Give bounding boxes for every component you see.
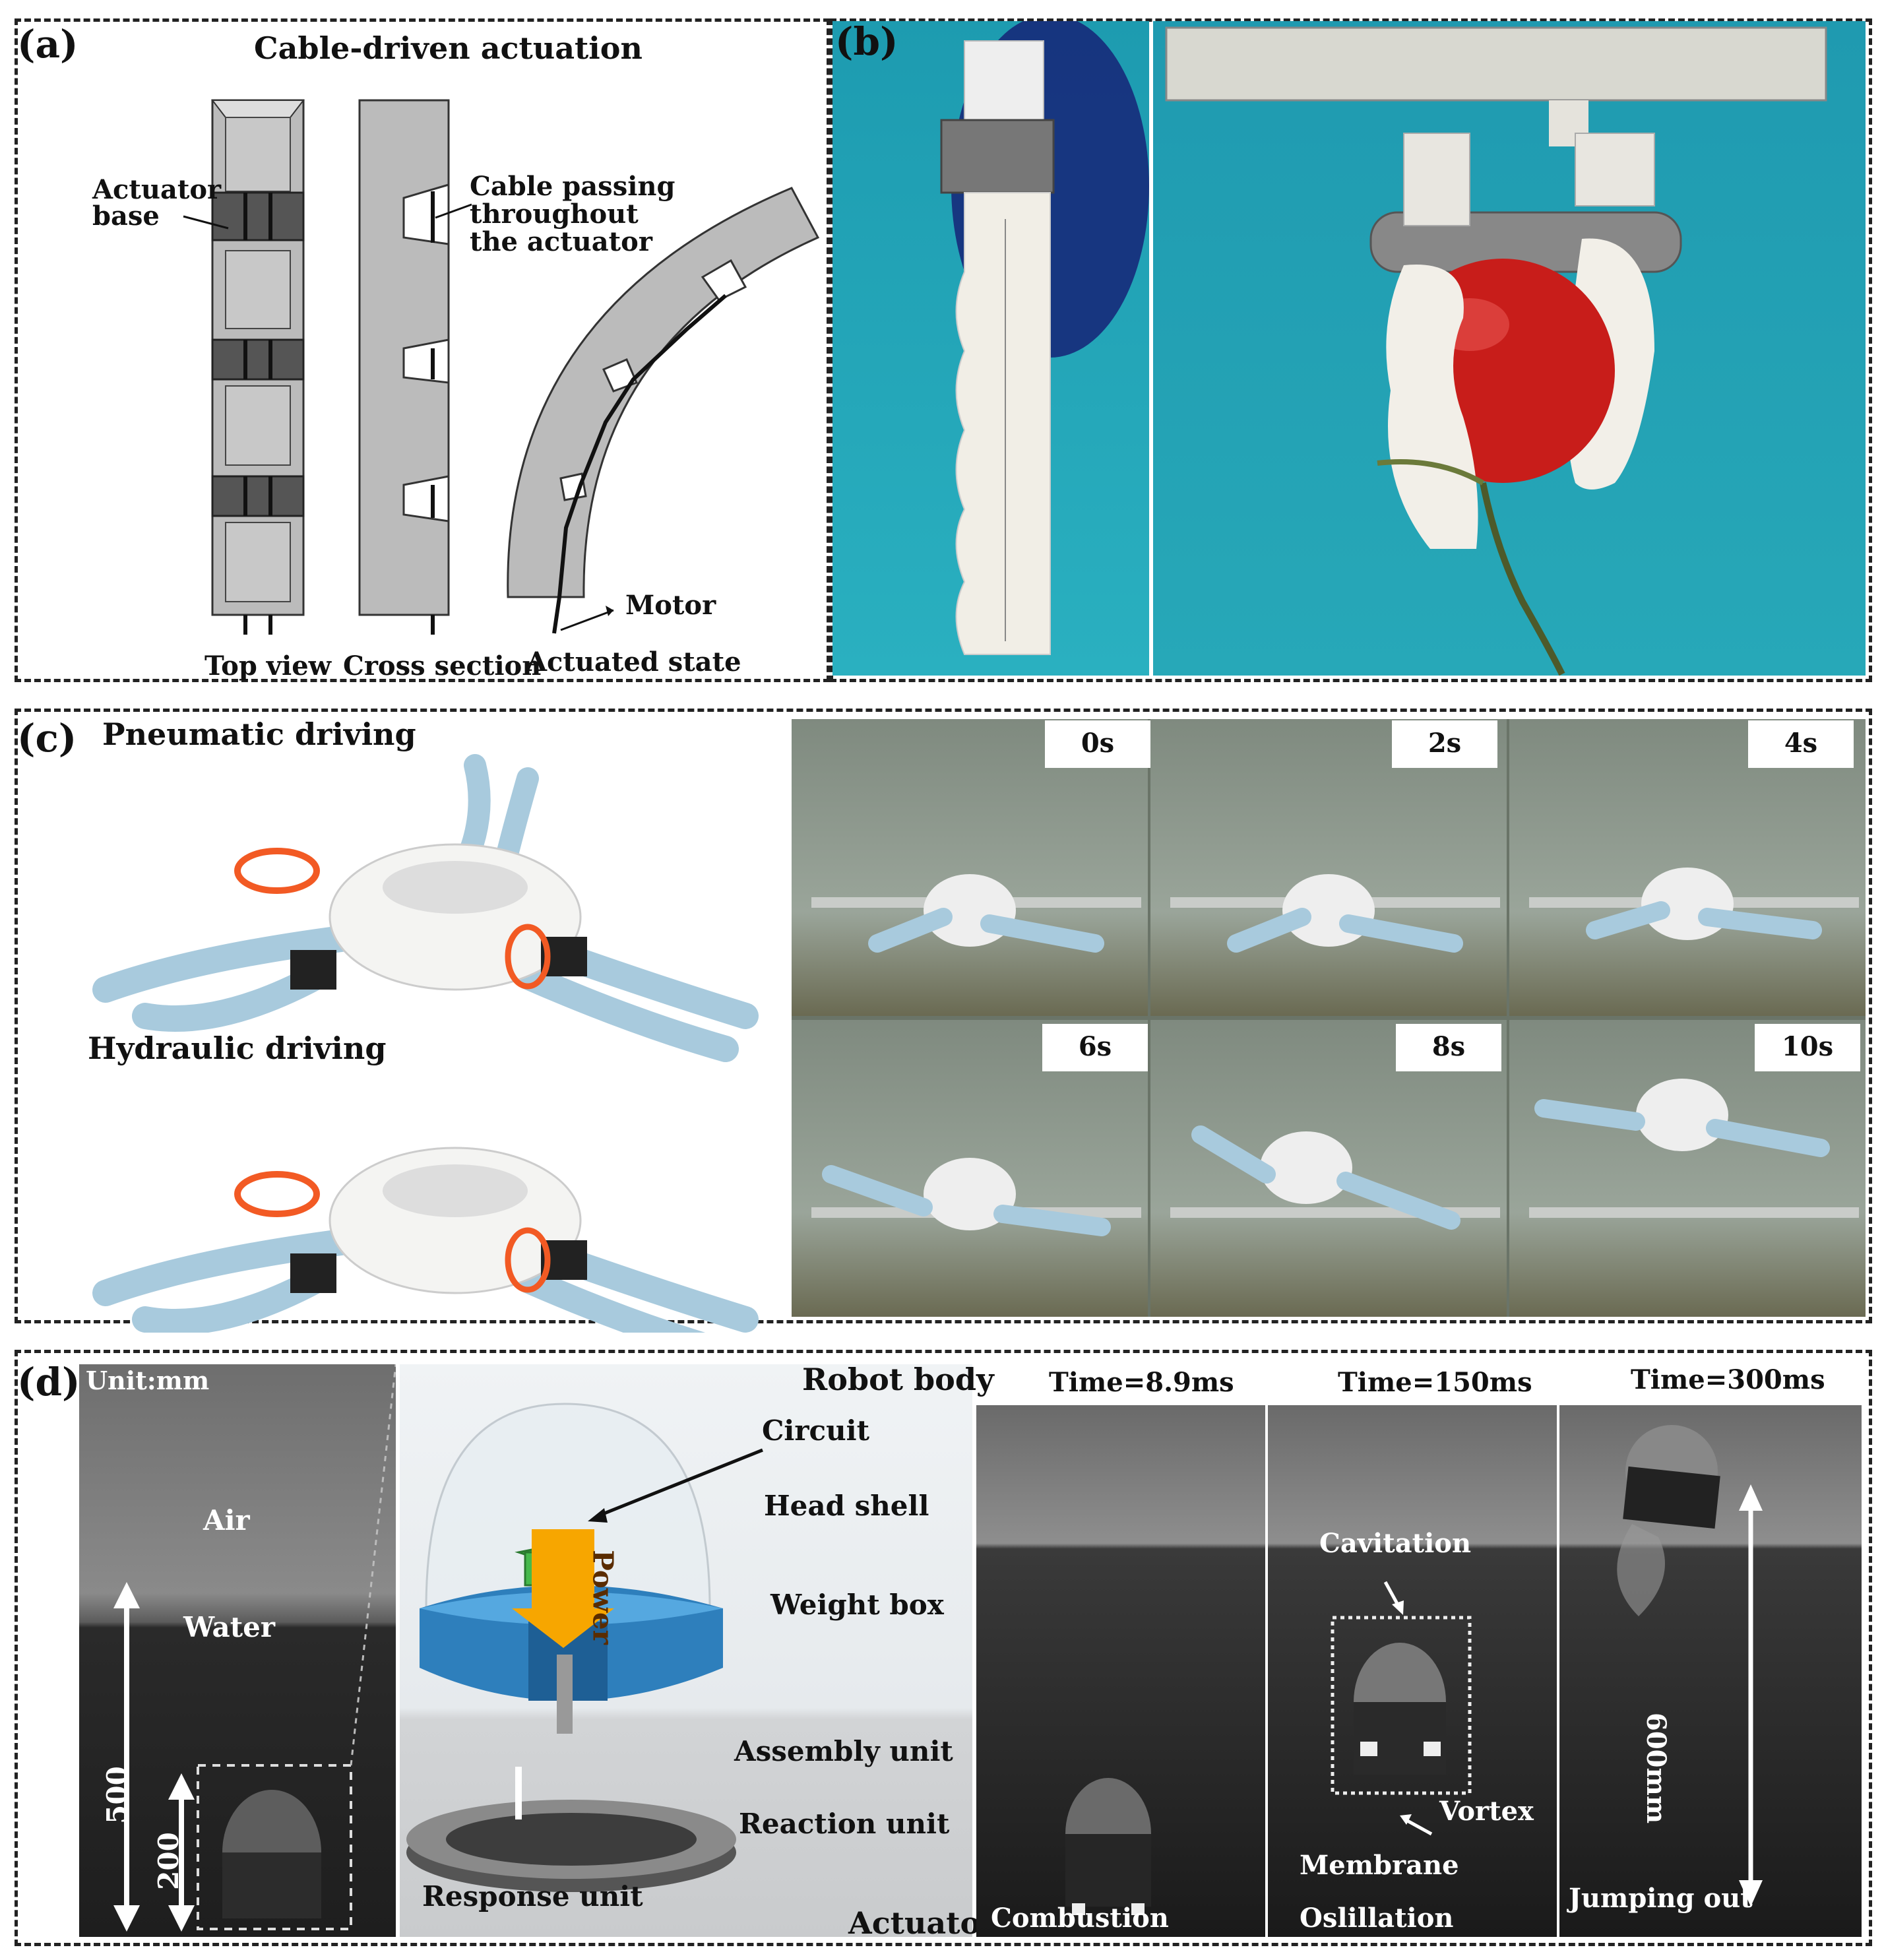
time-150ms-label: Time=150ms: [1338, 1367, 1532, 1398]
time-8-9ms-label: Time=8.9ms: [1049, 1367, 1234, 1398]
pneumatic-robot: [92, 754, 759, 1062]
assembly-unit-label: Assembly unit: [734, 1735, 953, 1767]
time-label-10s: 10s: [1755, 1024, 1860, 1071]
top-view-actuator: [183, 99, 305, 635]
cavitation-label: Cavitation: [1319, 1528, 1472, 1559]
power-label: Power: [586, 1550, 619, 1645]
pneumatic-label: Pneumatic driving: [102, 716, 416, 752]
dim-500-label: 500: [100, 1766, 133, 1824]
timelapse-frame-2: [1150, 719, 1507, 1016]
jump-frame-jumping-out: [1559, 1405, 1862, 1937]
time-label-4s: 4s: [1748, 720, 1854, 768]
panel-b: [830, 18, 1872, 682]
robot-exploded-view: [400, 1364, 972, 1937]
cross-section-label: Cross section: [343, 650, 542, 681]
unit-label: Unit:mm: [86, 1366, 210, 1395]
response-unit-label: Response unit: [422, 1880, 643, 1913]
cable-actuation-diagram: [183, 99, 820, 635]
panel-c-letter: (c): [17, 716, 77, 761]
actuated-state-actuator: [507, 187, 820, 634]
circuit-label: Circuit: [762, 1414, 869, 1447]
panel-d-letter: (d): [17, 1360, 80, 1405]
hydraulic-robot: [92, 1147, 759, 1333]
soft-robot-renders: [92, 754, 759, 1333]
robot-in-water-photo: [79, 1364, 396, 1937]
actuated-state-label: Actuated state: [526, 647, 741, 678]
actuator-base-label: Actuator base: [92, 174, 222, 232]
hydraulic-label: Hydraulic driving: [88, 1030, 387, 1066]
tomato-gripper-photo: [1153, 21, 1866, 676]
membrane-label: Membrane: [1300, 1850, 1459, 1881]
oscillation-label: Oslillation: [1300, 1903, 1454, 1934]
vortex-label: Vortex: [1439, 1796, 1534, 1827]
time-label-2s: 2s: [1392, 720, 1497, 768]
jump-frame-cavitation: [1268, 1405, 1557, 1937]
weight-box-label: Weight box: [770, 1589, 944, 1621]
panel-a-title: Cable-driven actuation: [254, 30, 643, 66]
combustion-label: Combustion: [991, 1903, 1169, 1934]
time-300ms-label: Time=300ms: [1631, 1364, 1825, 1395]
time-label-6s: 6s: [1042, 1024, 1148, 1071]
air-label: Air: [203, 1504, 250, 1536]
cross-section-actuator: [358, 99, 472, 635]
reaction-unit-label: Reaction unit: [739, 1808, 950, 1840]
time-label-0s: 0s: [1045, 720, 1150, 768]
timelapse-grid: [792, 719, 1866, 1317]
panel-a: [15, 18, 830, 682]
timelapse-frame-0: [792, 719, 1148, 1016]
panel-c: [15, 709, 1872, 1323]
head-shell-label: Head shell: [764, 1490, 929, 1522]
robot-body-label: Robot body: [802, 1362, 994, 1397]
motor-label: Motor: [625, 590, 716, 621]
dim-600mm-label: 600mm: [1641, 1713, 1672, 1824]
jumping-out-label: Jumping out: [1569, 1883, 1753, 1914]
time-label-8s: 8s: [1396, 1024, 1501, 1071]
top-view-label: Top view: [204, 650, 332, 681]
water-label: Water: [183, 1611, 275, 1643]
panel-a-letter: (a): [17, 22, 78, 67]
panel-d: [15, 1350, 1872, 1946]
jump-frame-combustion: [976, 1405, 1265, 1937]
gripper-finger-photo: [832, 21, 1149, 676]
cable-passing-label: Cable passing throughout the actuator: [470, 171, 675, 257]
actuator-label: Actuator: [848, 1905, 997, 1941]
timelapse-frame-4: [1509, 719, 1866, 1016]
panel-b-letter: (b): [835, 19, 898, 64]
dim-200-label: 200: [152, 1832, 185, 1890]
